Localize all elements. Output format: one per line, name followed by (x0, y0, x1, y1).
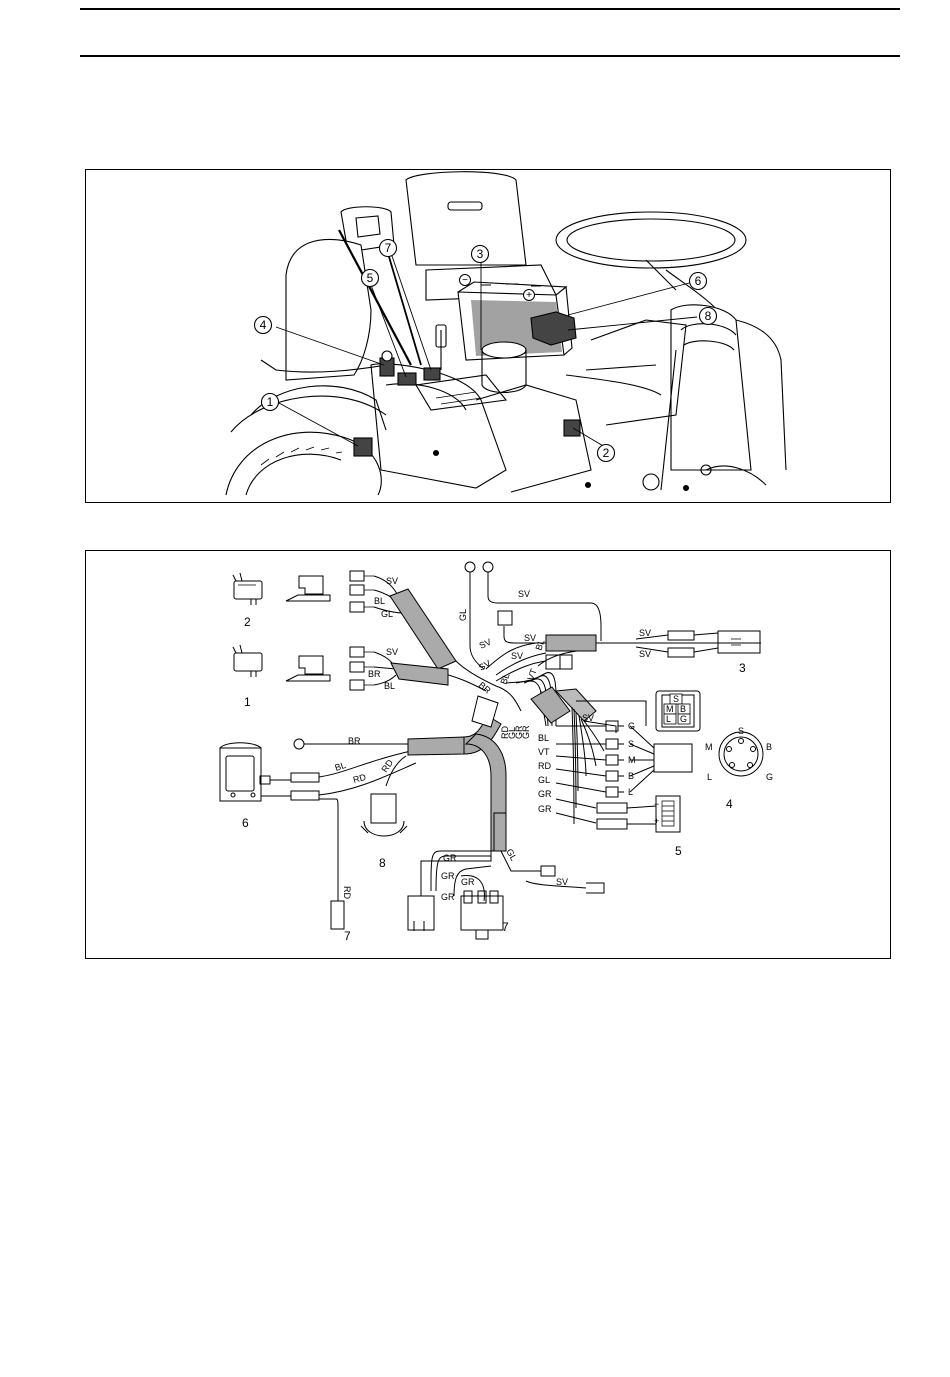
svg-text:GL: GL (381, 609, 393, 619)
svg-text:RD: RD (379, 757, 395, 774)
svg-text:G: G (628, 721, 635, 731)
svg-text:SV: SV (386, 647, 398, 657)
svg-text:SV: SV (639, 628, 651, 638)
svg-text:SV: SV (582, 713, 594, 723)
svg-text:GR: GR (443, 853, 457, 863)
svg-text:+: + (526, 290, 532, 301)
svg-text:B: B (628, 771, 634, 781)
svg-text:SV: SV (518, 589, 530, 599)
svg-text:VT: VT (538, 747, 550, 757)
svg-text:GR: GR (538, 789, 552, 799)
ignition-pin-letters: G S M B L (628, 721, 636, 797)
svg-text:−: − (654, 799, 659, 809)
svg-text:SV: SV (556, 877, 568, 887)
ignition-switch-face: S M B L G (664, 694, 690, 724)
svg-text:SV: SV (639, 649, 651, 659)
svg-text:SV: SV (477, 658, 492, 673)
svg-text:7: 7 (502, 920, 509, 934)
figure-component-locations: − + 1 2 3 4 5 6 7 8 (85, 169, 891, 503)
harness-sleeves (390, 589, 596, 851)
svg-text:GL: GL (458, 609, 468, 621)
svg-text:5: 5 (367, 271, 374, 285)
svg-text:G: G (766, 772, 773, 782)
callout-6: 6 (690, 273, 707, 290)
figure-wiring-diagram: SV BL GL SV BR BL GL SV SV SV SV SV BR B… (85, 550, 891, 959)
svg-text:SV: SV (478, 637, 493, 651)
callout-3: 3 (472, 246, 489, 263)
callout-4: 4 (255, 317, 272, 334)
svg-text:−: − (462, 275, 468, 286)
svg-text:SV: SV (386, 576, 398, 586)
svg-text:B: B (766, 742, 772, 752)
svg-text:S: S (738, 726, 744, 736)
svg-text:BR: BR (368, 669, 381, 679)
svg-text:4: 4 (260, 318, 267, 332)
callout-5: 5 (362, 270, 379, 287)
header-rule-bottom (80, 55, 900, 57)
svg-text:SV: SV (524, 633, 536, 643)
svg-text:RD: RD (342, 886, 352, 899)
svg-text:7: 7 (385, 241, 392, 255)
callout-8: 8 (700, 308, 717, 325)
svg-text:2: 2 (603, 446, 610, 460)
svg-text:3: 3 (477, 247, 484, 261)
svg-text:2: 2 (244, 615, 251, 629)
mower-line-drawing (226, 172, 786, 495)
svg-text:BL: BL (533, 638, 546, 652)
ignition-pin-connectors (606, 721, 624, 797)
svg-text:+: + (654, 816, 659, 826)
callout-2: 2 (598, 445, 615, 462)
callout-1: 1 (262, 394, 279, 411)
svg-text:VT: VT (525, 667, 539, 682)
svg-text:M: M (666, 704, 674, 714)
svg-text:GL: GL (538, 775, 550, 785)
svg-text:3: 3 (739, 661, 746, 675)
svg-text:6: 6 (695, 274, 702, 288)
callout-7: 7 (380, 240, 397, 257)
svg-text:BR: BR (348, 736, 361, 746)
svg-text:GR: GR (461, 877, 475, 887)
svg-text:1: 1 (267, 395, 274, 409)
svg-text:S: S (628, 739, 634, 749)
svg-text:8: 8 (705, 309, 712, 323)
svg-text:GR: GR (441, 871, 455, 881)
svg-text:BR: BR (477, 680, 493, 696)
svg-text:BL: BL (374, 596, 385, 606)
svg-text:L: L (628, 787, 633, 797)
svg-text:G: G (680, 714, 687, 724)
fuse-terminals: − + (654, 799, 659, 826)
svg-text:B: B (680, 704, 686, 714)
svg-text:SV: SV (511, 651, 523, 661)
svg-text:RD: RD (352, 772, 368, 785)
svg-text:6: 6 (242, 816, 249, 830)
svg-text:S: S (673, 694, 679, 704)
svg-text:4: 4 (726, 797, 733, 811)
svg-text:BL: BL (538, 733, 549, 743)
svg-text:GR: GR (538, 804, 552, 814)
svg-text:GR: GR (521, 725, 531, 739)
svg-text:M: M (628, 755, 636, 765)
svg-text:7: 7 (344, 929, 351, 943)
svg-text:L: L (666, 714, 671, 724)
header-rule-top (80, 8, 900, 10)
svg-text:BL: BL (498, 672, 511, 686)
svg-text:M: M (705, 742, 713, 752)
svg-text:5: 5 (675, 844, 682, 858)
svg-text:8: 8 (379, 856, 386, 870)
svg-text:L: L (707, 772, 712, 782)
svg-text:RD: RD (538, 761, 551, 771)
svg-text:GR: GR (441, 892, 455, 902)
svg-text:BL: BL (384, 681, 395, 691)
svg-text:1: 1 (244, 695, 251, 709)
